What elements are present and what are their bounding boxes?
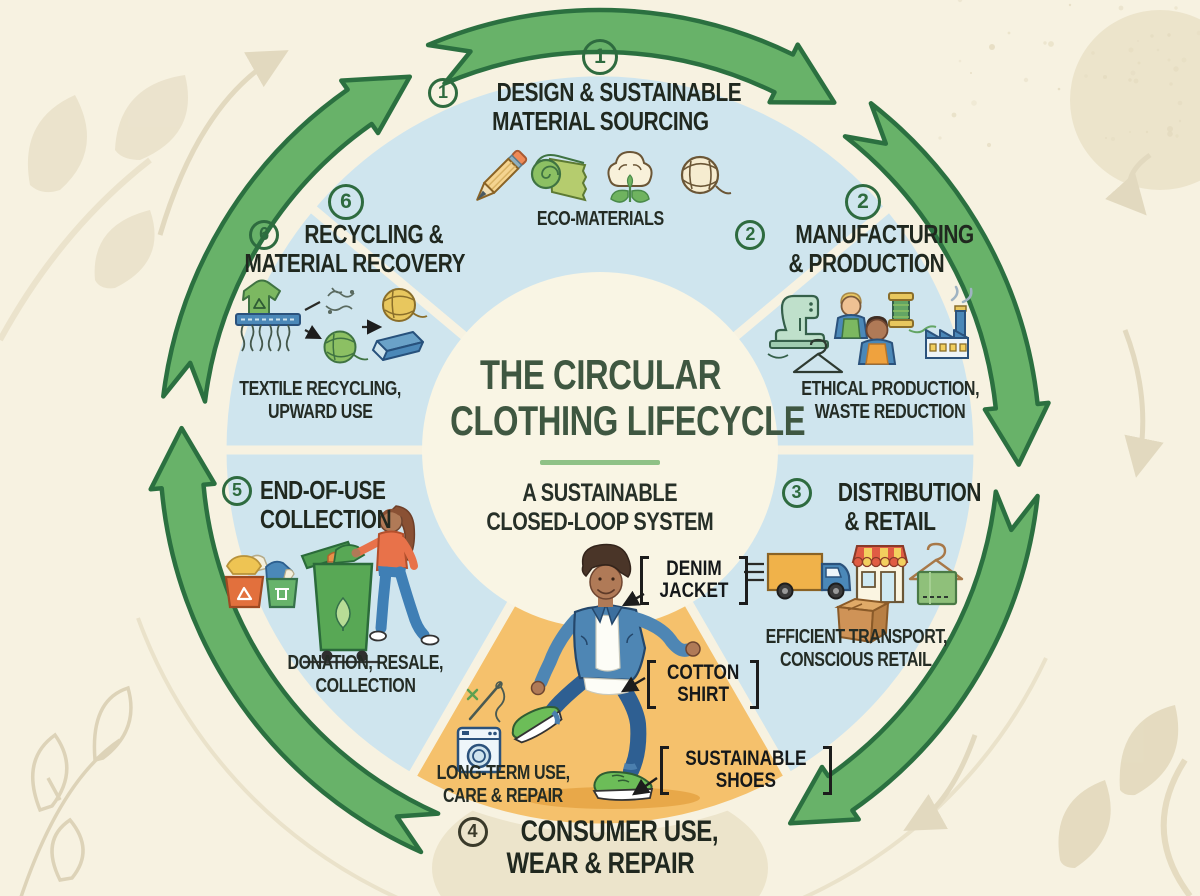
hanger-towel-icon xyxy=(908,542,964,606)
stage1-big-number: 1 xyxy=(582,39,618,75)
shipping-box-icon xyxy=(834,597,892,644)
washing-machine-icon xyxy=(456,726,502,774)
stage6-number-badge: 6 xyxy=(249,220,280,250)
cycle-arrow-ring xyxy=(148,7,1051,855)
cycle-arrow-segment-3 xyxy=(425,7,837,105)
yarn-ball-green-icon xyxy=(323,330,369,364)
right-bracket xyxy=(822,746,832,795)
trash-bin-icon xyxy=(265,560,299,609)
stage3-caption: EFFICIENT TRANSPORT, CONSCIOUS RETAIL xyxy=(765,626,947,671)
faint-arrow-right-decor xyxy=(1122,329,1164,478)
stage2-caption: ETHICAL PRODUCTION, WASTE REDUCTION xyxy=(801,378,979,423)
stage2-big-number: 2 xyxy=(845,184,881,220)
stage5-caption: DONATION, RESALE, COLLECTION xyxy=(287,652,443,697)
fabric-roll-icon xyxy=(530,154,588,202)
donation-bin-icon xyxy=(300,540,380,664)
recycle-bin-icon xyxy=(224,554,270,609)
storefront-icon xyxy=(851,545,909,604)
factory-icon xyxy=(925,285,973,359)
right-bracket xyxy=(739,556,749,605)
pencil-icon xyxy=(476,149,528,201)
cycle-arrow-segment-5 xyxy=(787,489,1040,826)
title-divider xyxy=(540,460,660,465)
needle-thread-icon xyxy=(466,681,506,723)
sustainable-shoes-arrow xyxy=(632,777,658,796)
leaf-cluster-bottom-right-decor xyxy=(1058,705,1193,896)
stage6-big-number: 6 xyxy=(328,184,364,220)
hanger-icon xyxy=(792,338,844,374)
thread-spool-icon xyxy=(888,292,937,334)
left-bracket xyxy=(660,746,669,795)
stage6-caption: TEXTILE RECYCLING, UPWARD USE xyxy=(239,378,401,423)
center-subtitle-block: A SUSTAINABLE CLOSED-LOOP SYSTEM xyxy=(400,479,800,537)
leaf-branch-bottom-left-decor xyxy=(19,685,133,896)
textile-shredder-icon xyxy=(235,279,301,352)
left-bracket xyxy=(647,660,656,709)
left-bracket xyxy=(640,556,649,605)
running-person-figure xyxy=(511,543,701,809)
stage2-number-badge: 2 xyxy=(735,220,766,250)
person-donating-figure xyxy=(351,505,440,646)
center-disc xyxy=(422,272,778,628)
cycle-arrow-segment-4 xyxy=(842,101,1051,467)
cycle-arrow-segment-2 xyxy=(161,74,413,404)
fiber-icon xyxy=(325,287,355,315)
speckle-texture-decor xyxy=(938,0,1200,148)
center-title-block: THE CIRCULAR CLOTHING LIFECYCLE xyxy=(400,351,806,445)
stage3-number-badge: 3 xyxy=(781,478,812,508)
sewing-machine-icon xyxy=(767,294,829,359)
yarn-ball-yellow-icon xyxy=(382,288,428,322)
delivery-truck-icon xyxy=(744,552,852,600)
right-bracket xyxy=(750,660,760,709)
stage1-caption: ECO-MATERIALS xyxy=(536,208,664,230)
workers-icon xyxy=(833,292,897,365)
stage4-caption: LONG-TERM USE, CARE & REPAIR xyxy=(436,762,570,807)
stage4-number-badge: 4 xyxy=(457,817,488,848)
folded-fabric-icon xyxy=(371,331,424,361)
leaf-branch-top-left-decor xyxy=(0,75,188,342)
cotton-shirt-arrow xyxy=(620,676,646,693)
curl-arrow-decor xyxy=(1105,152,1152,216)
cycle-arrow-segment-1 xyxy=(148,425,441,855)
stage1-number-badge: 1 xyxy=(428,78,459,108)
stage5-number-badge: 5 xyxy=(222,476,252,506)
recycle-flow-arrows xyxy=(305,301,320,338)
faint-arrow-bottom-right-decor xyxy=(903,734,978,831)
cotton-icon xyxy=(607,150,653,203)
faint-arrow-top-left-decor xyxy=(157,50,289,236)
main-title: THE CIRCULAR CLOTHING LIFECYCLE xyxy=(450,351,806,445)
subtitle: A SUSTAINABLE CLOSED-LOOP SYSTEM xyxy=(486,479,714,536)
yarn-ball-icon xyxy=(680,155,732,195)
blob-top-right-decor xyxy=(1070,10,1200,190)
